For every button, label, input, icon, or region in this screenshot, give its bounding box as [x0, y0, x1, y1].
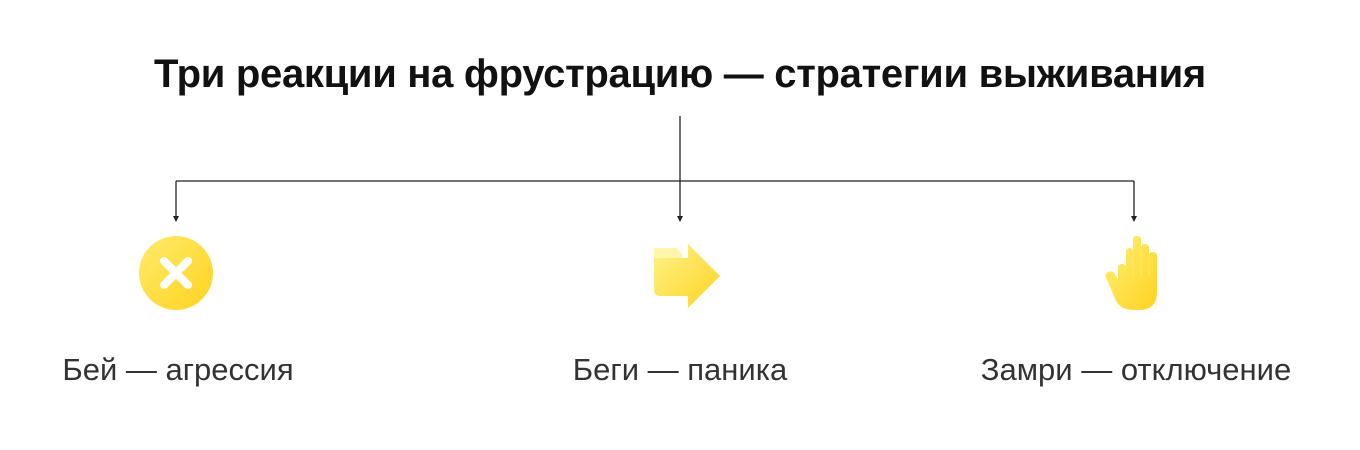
raised-hand-icon: [1096, 230, 1180, 314]
arrow-right-icon: [642, 236, 726, 320]
diagram-title: Три реакции на фрустрацию — стратегии вы…: [154, 52, 1206, 96]
x-circle-icon: [134, 231, 218, 315]
branch-label-aggression: Бей — агрессия: [62, 352, 294, 387]
branch-label-shutdown: Замри — отключение: [980, 352, 1292, 387]
branch-label-panic: Беги — паника: [572, 352, 788, 387]
arrowhead-left: [173, 216, 179, 222]
arrowhead-center: [677, 216, 683, 222]
arrowhead-right: [1131, 216, 1137, 222]
